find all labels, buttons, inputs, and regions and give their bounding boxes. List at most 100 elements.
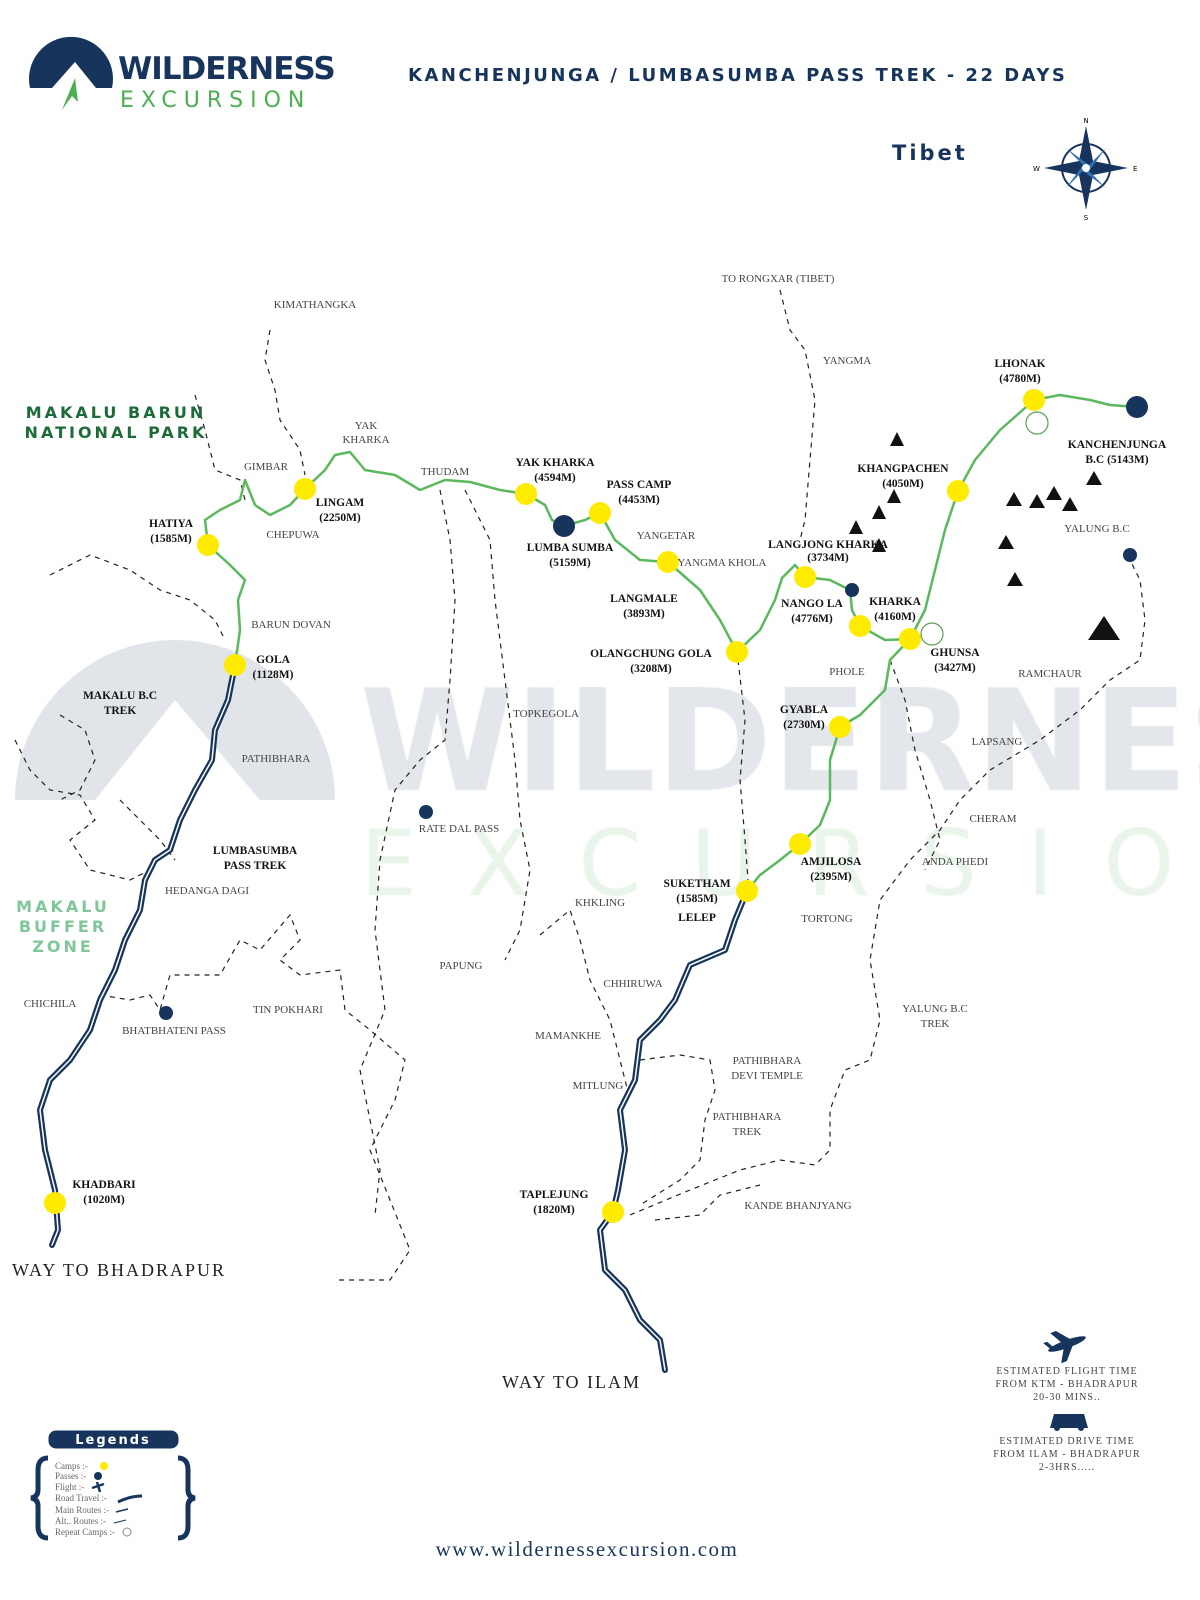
place-label: PAPUNG (439, 960, 482, 972)
camp-marker-ghunsa (899, 628, 921, 650)
website-link[interactable]: www.wildernessexcursion.com (436, 1537, 739, 1561)
place-label: YALUNG B.C (1064, 523, 1129, 535)
legend-passes: Passes :- (55, 1471, 86, 1481)
place-label: YALUNG B.C (902, 1003, 967, 1015)
compass-s: S (1084, 214, 1089, 222)
place-label: KHKLING (575, 897, 625, 909)
camp-label: TAPLEJUNG (520, 1189, 589, 1201)
camp-altitude: (4780M) (999, 373, 1041, 385)
left-brace-icon (30, 1455, 49, 1541)
legend-alt-route-icon (113, 1519, 127, 1524)
alternative-routes (14, 289, 1146, 1281)
camp-altitude: (2730M) (783, 719, 825, 731)
peak-icon (1062, 497, 1078, 511)
legend-main-routes: Main Routes :- (55, 1505, 109, 1515)
legend-flight: Flight :- (55, 1482, 84, 1492)
peak-icon (998, 535, 1014, 549)
pass-label: NANGO LA (781, 598, 843, 610)
place-label: THUDAM (421, 466, 469, 478)
compass-n: N (1083, 117, 1088, 125)
camp-label: OLANGCHUNG GOLA (590, 648, 712, 660)
camp-altitude: (2395M) (810, 871, 852, 883)
camp-marker-pass-camp (589, 502, 611, 524)
legend-road: Road Travel :- (55, 1493, 107, 1503)
legend-main-route-icon (115, 1508, 129, 1513)
place-label: KANDE BHANJYANG (744, 1200, 851, 1212)
region-makalu-barun: NATIONAL PARK (25, 423, 208, 442)
region-buffer-zone: MAKALU (16, 897, 110, 916)
pass-marker-rate-dal (419, 805, 433, 819)
legend-pass-icon (94, 1472, 102, 1480)
legend-title-badge (48, 1430, 179, 1449)
peak-icon (890, 432, 904, 446)
camp-marker-amjilosa (789, 833, 811, 855)
camp-label: YAK KHARKA (515, 457, 595, 469)
camp-altitude: (3734M) (807, 552, 849, 564)
peak-icon (872, 538, 886, 552)
legend-alt-routes: Alt.. Routes :- (55, 1516, 106, 1526)
peak-icon (1046, 486, 1062, 500)
place-label: PASS TREK (224, 860, 287, 872)
tibet-label: Tibet (892, 141, 968, 165)
place-label: YAK (355, 420, 378, 432)
camp-label: PASS CAMP (607, 479, 672, 491)
pass-marker-yalung-bc (1123, 548, 1137, 562)
place-label: CHEPUWA (266, 529, 319, 541)
pass-altitude: (5159M) (549, 557, 591, 569)
logo-subwordmark: EXCURSION (120, 88, 311, 113)
flight-info-text: ESTIMATED FLIGHT TIME (996, 1366, 1137, 1377)
camp-altitude: (3893M) (623, 608, 665, 620)
place-label: LAPSANG (972, 736, 1023, 748)
legend-repeat-camp-icon (122, 1527, 132, 1537)
place-label: DEVI TEMPLE (731, 1070, 803, 1082)
camp-altitude: (4050M) (882, 478, 924, 490)
way-to-ilam: WAY TO ILAM (502, 1372, 641, 1392)
drive-info-text: FROM ILAM - BHADRAPUR (993, 1449, 1140, 1460)
place-label: TORTONG (801, 913, 853, 925)
place-label: LUMBASUMBA (213, 845, 298, 857)
map-title: KANCHENJUNGA / LUMBASUMBA PASS TREK - 22… (408, 65, 1067, 86)
camp-altitude: (1585M) (676, 893, 718, 905)
camp-altitude: (4160M) (874, 611, 916, 623)
repeat-camp-marker (920, 622, 944, 646)
camp-label: GOLA (256, 654, 291, 666)
camp-marker-taplejung (602, 1201, 624, 1223)
peak-icon (1029, 494, 1045, 508)
van-icon (1050, 1414, 1088, 1431)
region-makalu-barun: MAKALU BARUN (26, 403, 207, 422)
camp-label: LHONAK (994, 358, 1045, 370)
region-buffer-zone: ZONE (32, 937, 94, 956)
place-label: BARUN DOVAN (251, 619, 331, 631)
camp-markers (44, 389, 1045, 1223)
camp-marker-olangchung-gola (726, 641, 748, 663)
place-label: YANGMA (823, 355, 871, 367)
camp-altitude: (3208M) (630, 663, 672, 675)
pass-altitude: (4776M) (791, 613, 833, 625)
peak-icon (887, 489, 901, 503)
camp-label: LANGJONG KHARKA (768, 539, 888, 551)
peak-icon (1086, 471, 1102, 485)
logo-mountain-icon (29, 36, 113, 88)
way-to-bhadrapur: WAY TO BHADRAPUR (12, 1260, 226, 1280)
camp-marker-kharka (849, 615, 871, 637)
place-label: YANGMA KHOLA (678, 557, 767, 569)
camp-labels: GOLA(1128M) HATIYA(1585M) LINGAM(2250M) … (72, 358, 1167, 1216)
place-label: TREK (104, 705, 137, 717)
camp-marker-lingam (294, 478, 316, 500)
airplane-icon (1043, 1331, 1086, 1364)
camp-marker-gola (224, 654, 246, 676)
legend-camps: Camps :- (55, 1461, 88, 1471)
camp-label: LINGAM (316, 497, 365, 509)
compass-e: E (1133, 165, 1137, 173)
place-label: CHHIRUWA (603, 978, 662, 990)
peak-icon (849, 520, 863, 534)
camp-marker-hatiya (197, 534, 219, 556)
legend: Legends Camps :- Passes :- Flight :- Roa… (30, 1430, 196, 1541)
pass-label: BHATBHATENI PASS (122, 1025, 226, 1037)
camp-altitude: (4453M) (618, 494, 660, 506)
stupa-icon (1088, 616, 1120, 640)
pass-marker-bhatbhateni (159, 1006, 173, 1020)
place-label: TIN POKHARI (253, 1004, 323, 1016)
